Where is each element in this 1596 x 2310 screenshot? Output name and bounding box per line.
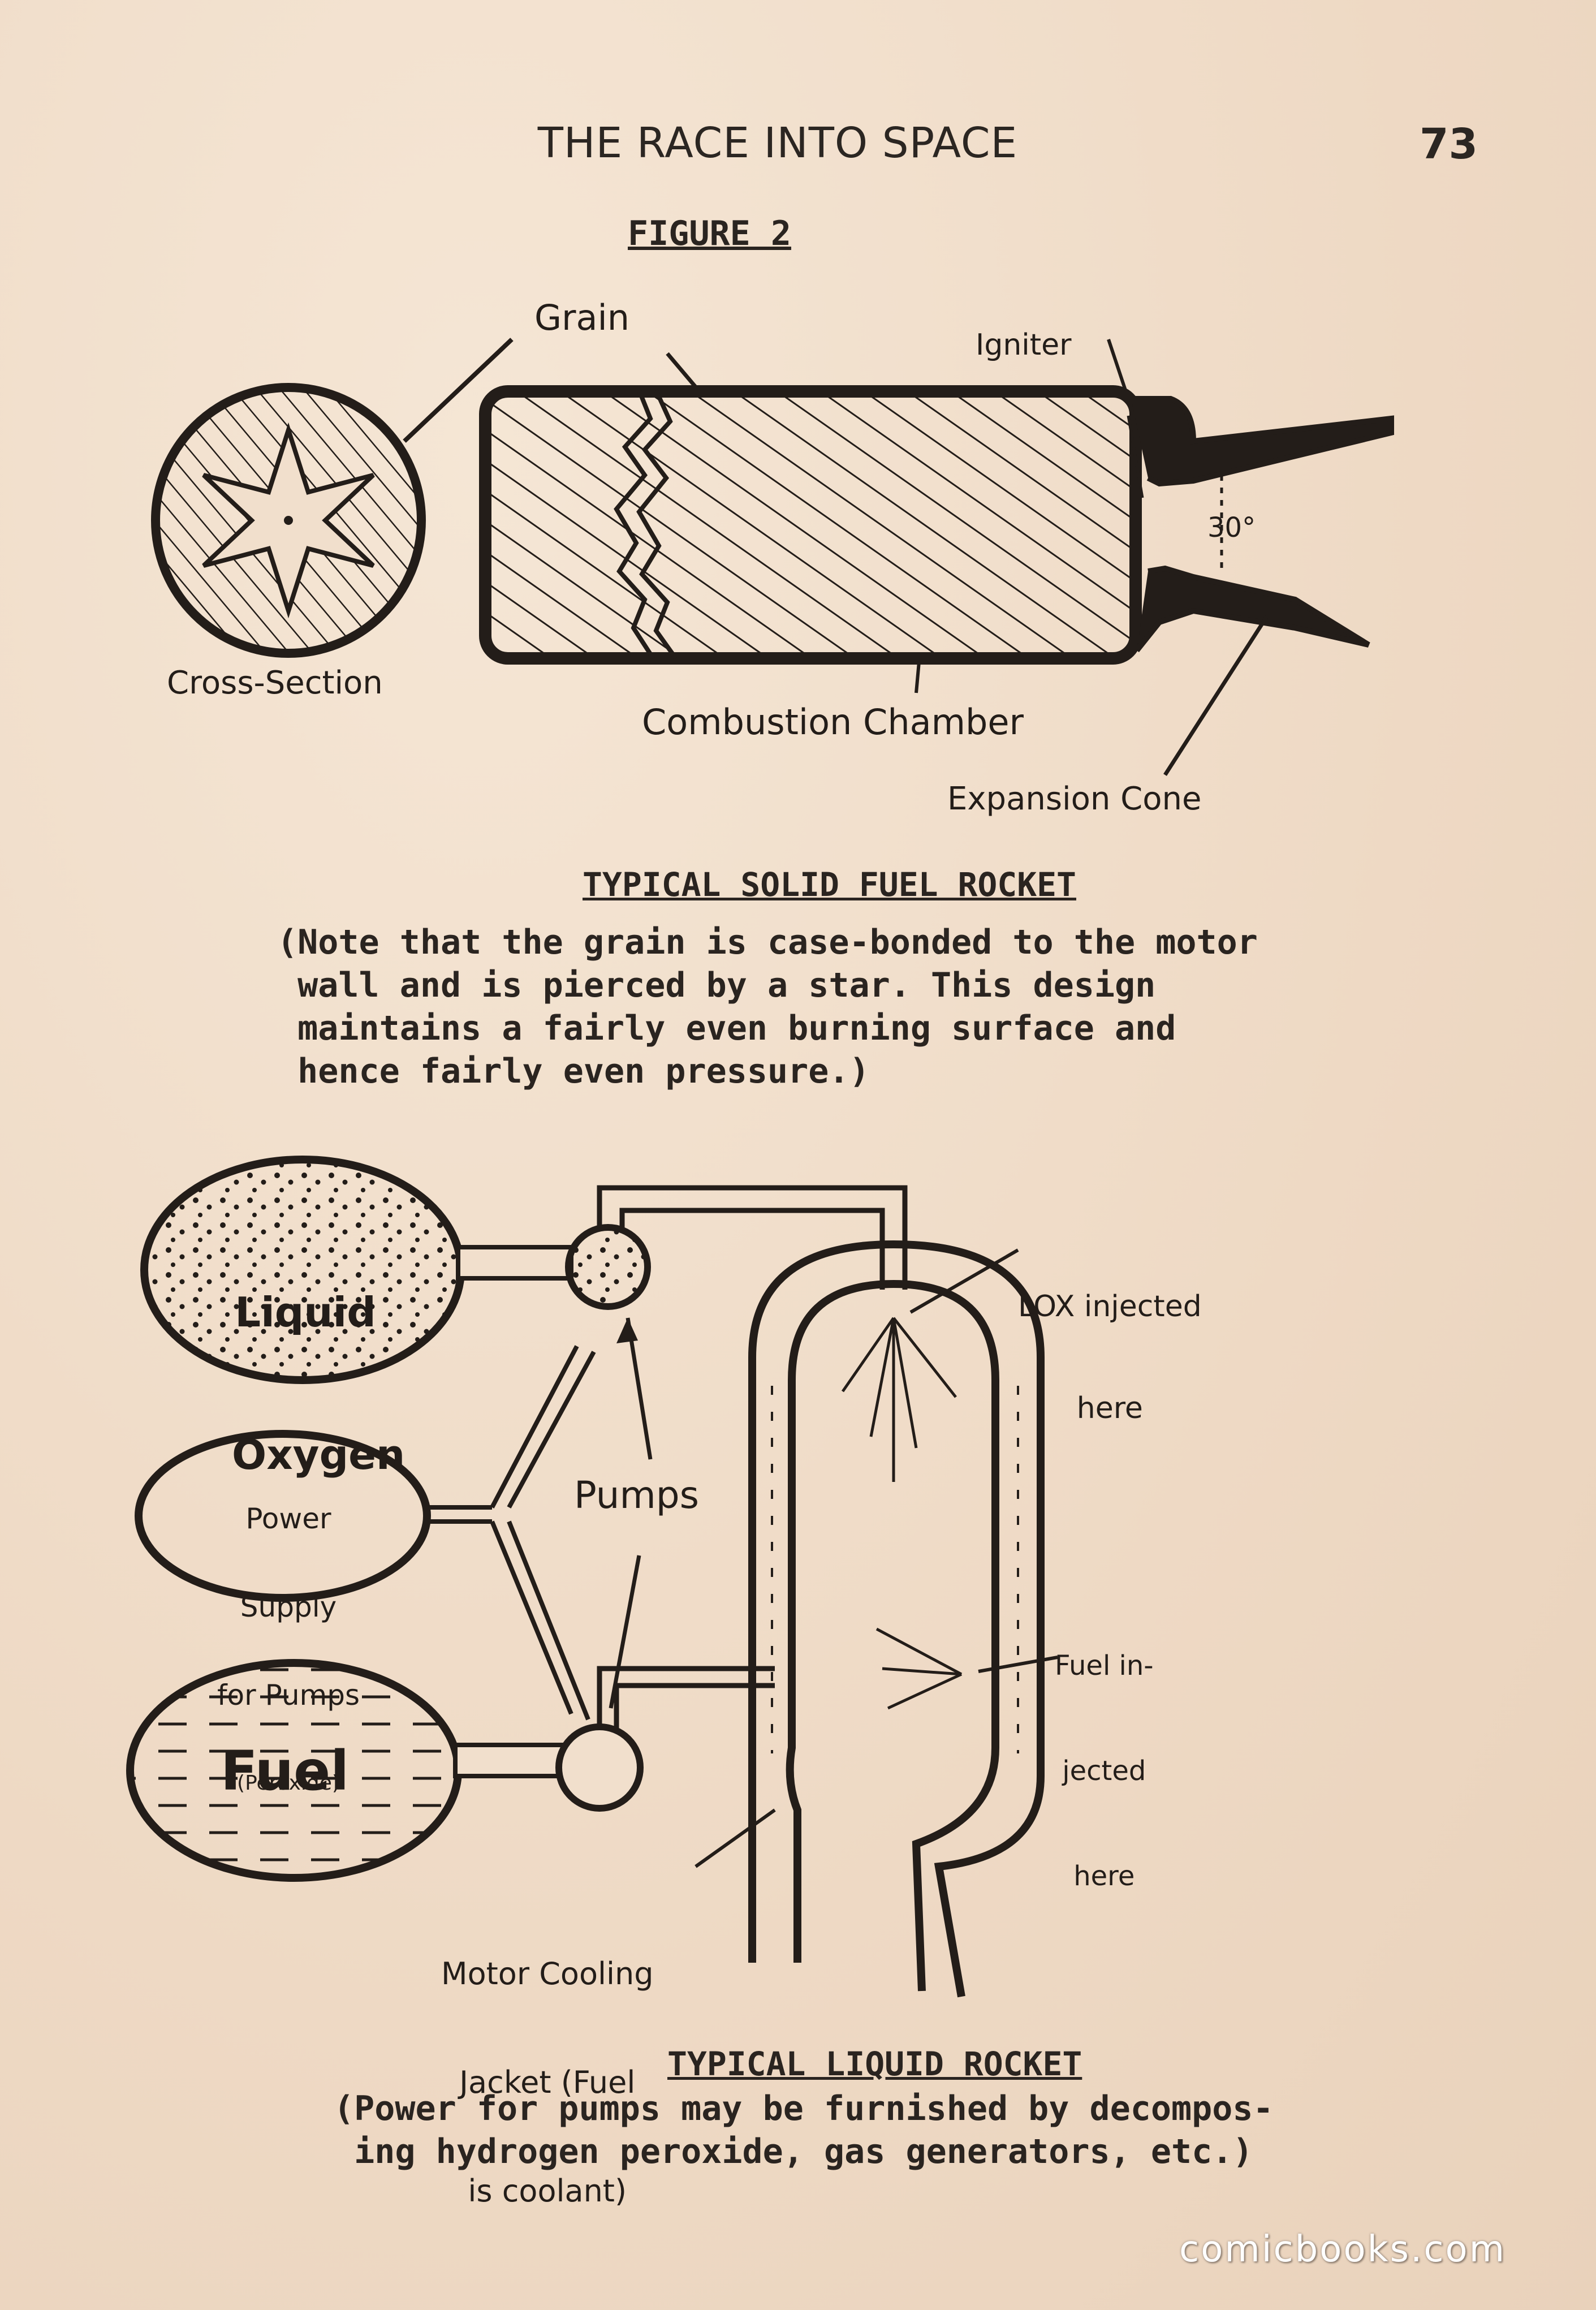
- label-grain: Grain: [534, 297, 630, 338]
- solid-rocket-caption: TYPICAL SOLID FUEL ROCKET: [583, 865, 1076, 904]
- label-cross-section: Cross-Section: [167, 665, 383, 701]
- label-igniter: Igniter: [976, 328, 1072, 362]
- motor-cooling-jacket: [748, 1240, 1045, 1998]
- note-line: maintains a fairly even burning surface …: [277, 1009, 1176, 1048]
- label-liquid-oxygen: Liquid Oxygen: [232, 1288, 406, 1479]
- note-line: wall and is pierced by a star. This desi…: [277, 966, 1156, 1005]
- lox-pump: [565, 1224, 651, 1310]
- note-line: (Power for pumps may be furnished by dec…: [334, 2089, 1274, 2128]
- label-expansion-cone: Expansion Cone: [947, 781, 1202, 817]
- note-line: (Note that the grain is case-bonded to t…: [277, 923, 1258, 962]
- label-angle: 30°: [1207, 512, 1256, 544]
- cross-section-drawing: [151, 338, 514, 658]
- figure-label: FIGURE 2: [628, 214, 791, 253]
- fuel-tank: [126, 1659, 565, 1882]
- fuel-spray: [875, 1627, 963, 1710]
- liquid-rocket-note: (Power for pumps may be furnished by dec…: [334, 2087, 1274, 2173]
- note-line: hence fairly even pressure.): [277, 1051, 870, 1091]
- liquid-rocket-caption: TYPICAL LIQUID ROCKET: [667, 2045, 1082, 2083]
- liquid-oxygen-tank: [140, 1156, 573, 1384]
- combustion-chamber-drawing: [479, 339, 1144, 693]
- solid-rocket-note: (Note that the grain is case-bonded to t…: [277, 921, 1258, 1093]
- label-cooling-jacket: Motor Cooling Jacket (Fuel is coolant): [441, 1956, 654, 2209]
- fuel-pump: [555, 1723, 644, 1812]
- page-number: 73: [1420, 120, 1478, 169]
- liquid-rocket-diagram: [126, 1156, 1058, 1998]
- watermark: comicbooks.com: [1179, 2229, 1507, 2270]
- running-header: THE RACE INTO SPACE: [537, 119, 1018, 167]
- label-fuel: Fuel: [221, 1739, 350, 1803]
- label-pumps: Pumps: [574, 1473, 700, 1517]
- label-power-supply: Power Supply for Pumps (Peroxide): [217, 1502, 360, 1795]
- expansion-cone-drawing: [1131, 396, 1394, 776]
- solid-rocket-diagram: [151, 338, 1394, 776]
- label-fuel-injected: Fuel in- jected here: [1055, 1650, 1154, 1892]
- lox-spray: [841, 1317, 957, 1482]
- note-line: ing hydrogen peroxide, gas generators, e…: [334, 2132, 1253, 2171]
- power-supply-tank: [135, 1430, 492, 1602]
- label-combustion-chamber: Combustion Chamber: [642, 701, 1024, 743]
- label-lox-injected: LOX injected here: [1018, 1290, 1202, 1425]
